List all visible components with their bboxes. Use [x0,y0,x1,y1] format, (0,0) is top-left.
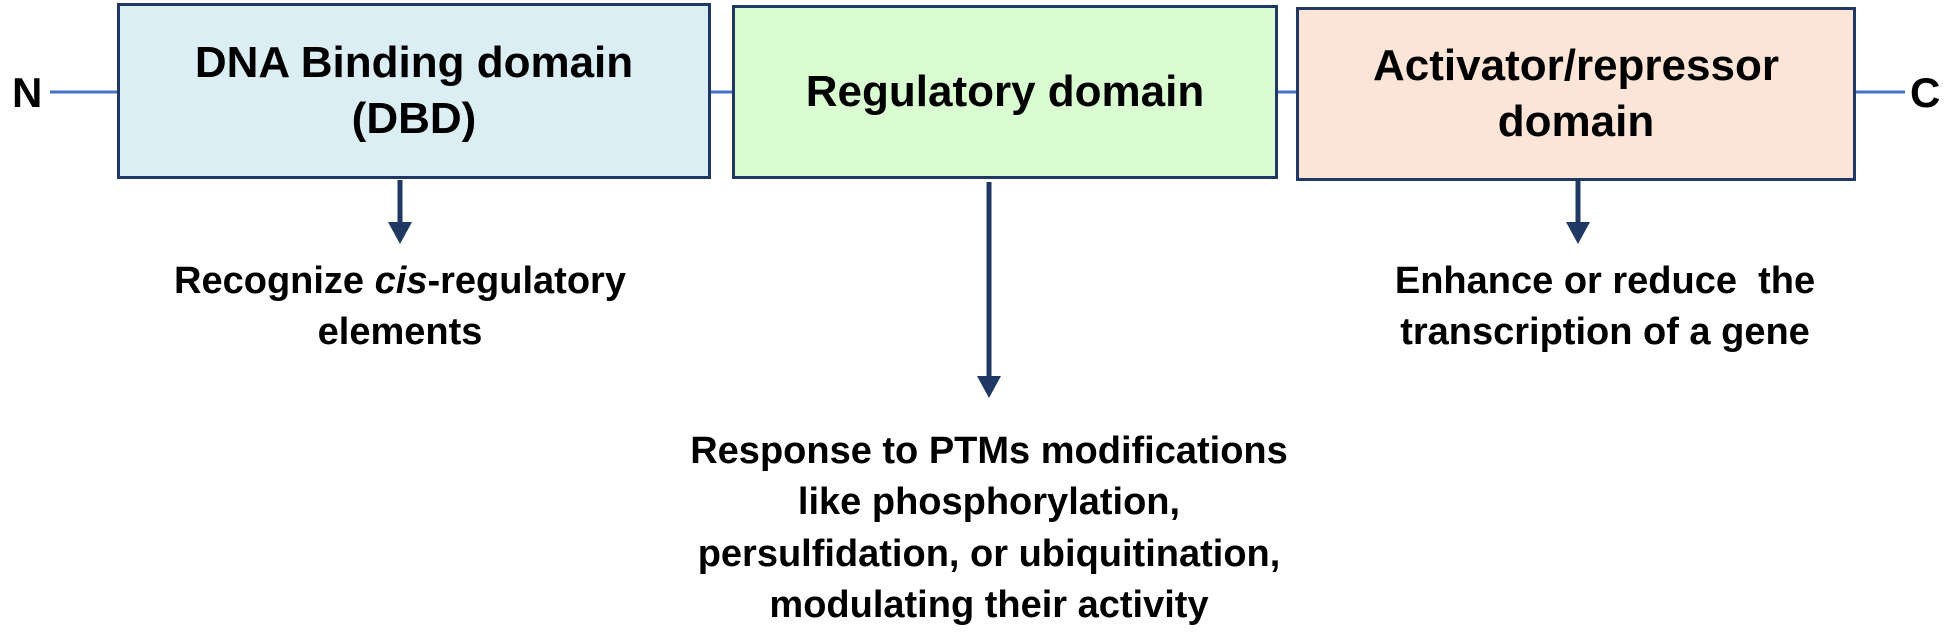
regulatory-description-line-1: Response to PTMs modifications [690,430,1288,472]
regulatory-description: Response to PTMs modifications like phos… [639,426,1339,631]
dbd-title-line-1: DNA Binding domain [194,37,634,87]
c-terminal-label: C [1910,69,1941,116]
regulatory-description-line-3: persulfidation, or ubiquitination, [697,532,1281,575]
dbd-arrow [388,180,412,244]
regulatory-domain-box: Regulatory domain [732,5,1278,179]
regulatory-description-line-2: like phosphorylation, [797,481,1181,524]
regulatory-arrow [977,182,1001,398]
dbd-title-line-2: (DBD) [351,94,477,143]
activator-description: Enhance or reduce the transcription of a… [1320,256,1890,359]
n-terminal-label: N [12,69,43,116]
activator-arrow [1566,180,1590,244]
activator-title-line-2: domain [1497,97,1655,146]
regulatory-title: Regulatory domain [805,66,1205,116]
activator-description-line-1: Enhance or reduce the [1394,260,1816,302]
dbd-description: Recognize cis-regulatory elements [130,256,670,359]
activator-title-line-1: Activator/repressor [1373,40,1779,90]
activator-repressor-domain-box: Activator/repressor domain [1296,7,1856,181]
dbd-description-line-2: elements [317,311,483,354]
regulatory-description-line-4: modulating their activity [769,583,1209,626]
activator-description-line-2: transcription of a gene [1400,311,1810,354]
dna-binding-domain-box: DNA Binding domain (DBD) [117,3,711,179]
dbd-description-line-1: Recognize cis-regulatory [174,260,626,302]
